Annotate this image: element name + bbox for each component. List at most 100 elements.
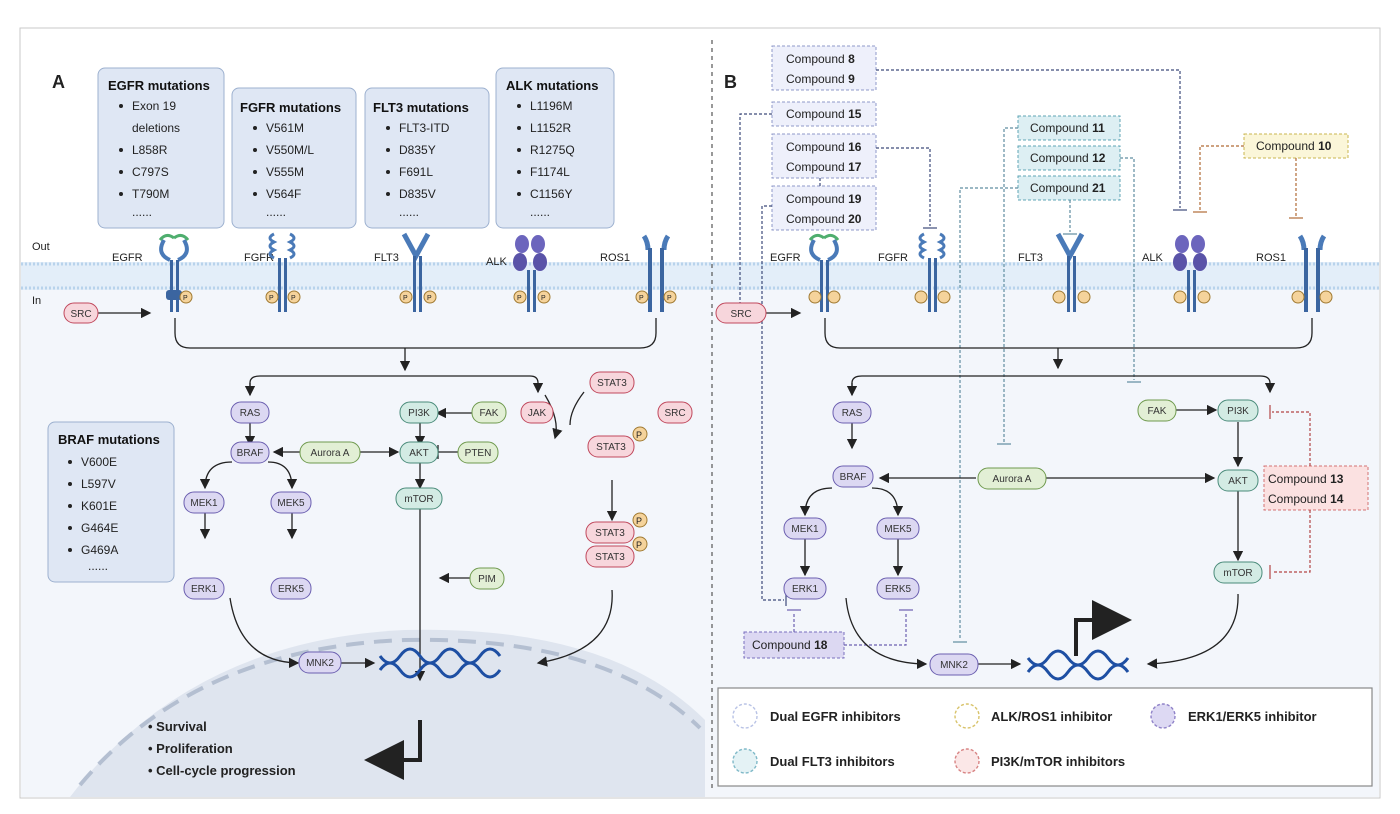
svg-text:• Cell-cycle progression: • Cell-cycle progression [148,763,296,778]
svg-text:AKT: AKT [1228,476,1247,487]
dna-icon-b [1026,649,1130,681]
node-braf-b: BRAF [832,465,874,488]
svg-text:PTEN: PTEN [465,448,492,459]
svg-text:G464E: G464E [81,521,118,535]
svg-text:MEK1: MEK1 [190,498,218,509]
panel-b-inhibition-lines [733,69,1311,646]
svg-text:F691L: F691L [399,165,433,179]
node-pi3k-b: PI3K [1217,399,1259,422]
svg-text:Aurora A: Aurora A [311,448,350,459]
compound-box-16-17: Compound 16 Compound 17 [771,133,877,179]
receptor-fgfr-b: FGFR [878,232,951,312]
svg-text:EGFR: EGFR [770,252,801,264]
svg-text:P: P [636,516,642,526]
node-erk1-a: ERK1 [183,577,225,600]
big-arrow-b [1074,600,1132,656]
legend-item-erk1-erk5: ERK1/ERK5 inhibitor [1150,703,1317,729]
node-mnk2-b: MNK2 [929,653,979,676]
node-stat3-top-a: STAT3 [589,371,635,394]
compound-box-12: Compound 12 [1017,145,1121,171]
svg-text:mTOR: mTOR [404,494,433,505]
svg-text:deletions: deletions [132,121,180,135]
node-aurora-a: Aurora A [299,441,361,464]
node-src2-a: SRC [657,401,693,424]
panel-b-label: B [724,72,737,92]
svg-text:P: P [636,540,642,550]
svg-text:P: P [667,295,672,302]
node-akt-b: AKT [1217,469,1259,492]
compound-box-21: Compound 21 [1017,175,1121,201]
node-mnk2-a: MNK2 [298,651,342,674]
svg-text:Compound 12: Compound 12 [1030,151,1106,165]
svg-text:Compound 10: Compound 10 [1256,139,1332,153]
svg-text:L1196M: L1196M [530,99,572,113]
svg-text:FLT3: FLT3 [374,252,399,264]
svg-text:MEK5: MEK5 [277,498,305,509]
svg-text:ALK: ALK [486,256,507,268]
svg-text:ERK1: ERK1 [792,584,819,595]
receptor-ros1-a: ROS1 P P [600,234,677,312]
node-pi3k-a: PI3K [399,401,439,424]
big-arrow-a [364,720,422,780]
svg-text:......: ...... [88,559,108,573]
compound-box-13-14: Compound 13 Compound 14 [1263,465,1369,511]
svg-text:STAT3: STAT3 [595,528,625,539]
node-stat3-dimer-a: STAT3 P STAT3 P [585,512,648,568]
svg-text:P: P [541,295,546,302]
svg-text:V561M: V561M [266,121,304,135]
svg-text:MEK1: MEK1 [791,524,819,535]
svg-text:ALK: ALK [1142,252,1163,264]
node-ras-b: RAS [832,401,872,424]
svg-text:P: P [291,295,296,302]
svg-text:L597V: L597V [81,477,116,491]
svg-text:FAK: FAK [480,408,499,419]
node-erk5-b: ERK5 [876,577,920,600]
svg-text:mTOR: mTOR [1223,568,1252,579]
svg-text:ERK5: ERK5 [885,584,912,595]
svg-text:JAK: JAK [528,408,547,419]
svg-text:P: P [636,430,642,440]
svg-text:BRAF mutations: BRAF mutations [58,432,160,447]
svg-text:MNK2: MNK2 [940,660,968,671]
svg-text:Compound 18: Compound 18 [752,638,828,652]
svg-text:L858R: L858R [132,143,168,157]
node-pim-a: PIM [469,567,505,590]
svg-text:Compound 15: Compound 15 [786,107,862,121]
svg-text:SRC: SRC [664,408,685,419]
compound-box-18: Compound 18 [743,631,845,659]
svg-text:FGFR mutations: FGFR mutations [240,100,341,115]
svg-text:STAT3: STAT3 [597,378,627,389]
node-fak-b: FAK [1137,399,1177,422]
svg-text:Compound 14: Compound 14 [1268,492,1344,506]
svg-text:G469A: G469A [81,543,118,557]
svg-text:ERK5: ERK5 [278,584,305,595]
node-pten-a: PTEN [457,441,499,464]
svg-text:Compound 8: Compound 8 [786,52,855,66]
compound-box-11: Compound 11 [1017,115,1121,141]
svg-text:MEK5: MEK5 [884,524,912,535]
svg-text:BRAF: BRAF [237,448,264,459]
legend-item-dual-egfr: Dual EGFR inhibitors [732,703,901,729]
svg-text:SRC: SRC [70,309,91,320]
svg-text:FGFR: FGFR [878,252,908,264]
compound-box-10: Compound 10 [1243,133,1349,159]
panel-a-label: A [52,72,65,92]
receptor-ros1-b: ROS1 [1256,234,1333,312]
svg-text:FLT3 mutations: FLT3 mutations [373,100,469,115]
svg-text:D835V: D835V [399,187,436,201]
receptor-egfr-b: EGFR [770,233,841,312]
compound-box-15: Compound 15 [771,101,877,127]
svg-text:Compound 11: Compound 11 [1030,121,1105,135]
svg-text:P: P [183,295,188,302]
compound-box-19-20: Compound 19 Compound 20 [771,185,877,231]
svg-text:L1152R: L1152R [530,121,571,135]
svg-text:P: P [269,295,274,302]
svg-text:C1156Y: C1156Y [530,187,572,201]
node-erk5-a: ERK5 [270,577,312,600]
nuclear-envelope [78,637,702,787]
svg-text:FLT3: FLT3 [1018,252,1043,264]
svg-text:AKT: AKT [409,448,428,459]
receptor-fgfr-a: FGFR P P [244,232,301,312]
